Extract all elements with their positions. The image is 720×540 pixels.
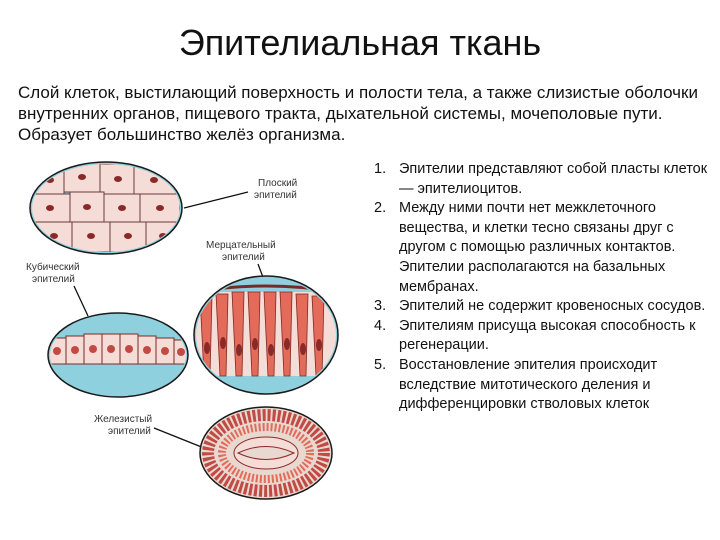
page-title: Эпителиальная ткань — [178, 22, 542, 63]
list-item: 4. Эпителиям присуща высокая способность … — [374, 317, 710, 356]
epithelium-illustration: Плоский эпителий Мерцательный эпителий — [26, 158, 356, 508]
label-ciliated-2: эпителий — [222, 252, 265, 263]
glandular-epithelium-drawing — [199, 406, 333, 500]
properties-list: 1. Эпителии представляют собой пласты кле… — [374, 160, 710, 415]
list-item-text: Между ними почти нет межклеточного вещес… — [399, 200, 676, 295]
list-item-number: 4. — [374, 317, 387, 334]
list-item-text: Восстановление эпителия происходит вслед… — [399, 356, 658, 413]
list-item: 2. Между ними почти нет межклеточного вещ… — [374, 199, 710, 297]
label-glandular-2: эпителий — [108, 426, 151, 437]
label-flat-1: Плоский — [258, 178, 297, 189]
cubic-epithelium-drawing — [47, 312, 189, 398]
list-item-number: 1. — [374, 161, 387, 177]
list-item: 5. Восстановление эпителия происходит всл… — [374, 356, 710, 415]
list-item-number: 5. — [374, 356, 387, 373]
ciliated-epithelium-drawing — [193, 275, 339, 395]
flat-epithelium-drawing — [29, 161, 183, 255]
label-cubic-1: Кубический — [26, 261, 80, 273]
list-item-text: Эпителий не содержит кровеносных сосудов… — [399, 298, 706, 315]
list-item: 1. Эпителии представляют собой пласты кле… — [374, 160, 710, 199]
label-glandular-1: Железистый — [94, 414, 152, 425]
list-item: 3. Эпителий не содержит кровеносных сосуд… — [374, 297, 710, 317]
list-item-number: 2. — [374, 200, 387, 217]
list-item-text: Эпителиям присуща высокая способность к … — [399, 317, 696, 354]
label-ciliated-1: Мерцательный — [206, 240, 276, 251]
list-item-text: Эпителии представляют собой пласты клето… — [399, 161, 708, 197]
intro-paragraph: Слой клеток, выстилающий поверхность и п… — [18, 83, 698, 144]
list-item-number: 3. — [374, 298, 387, 315]
label-flat-2: эпителий — [254, 190, 297, 201]
label-cubic-2: эпителий — [32, 274, 75, 285]
